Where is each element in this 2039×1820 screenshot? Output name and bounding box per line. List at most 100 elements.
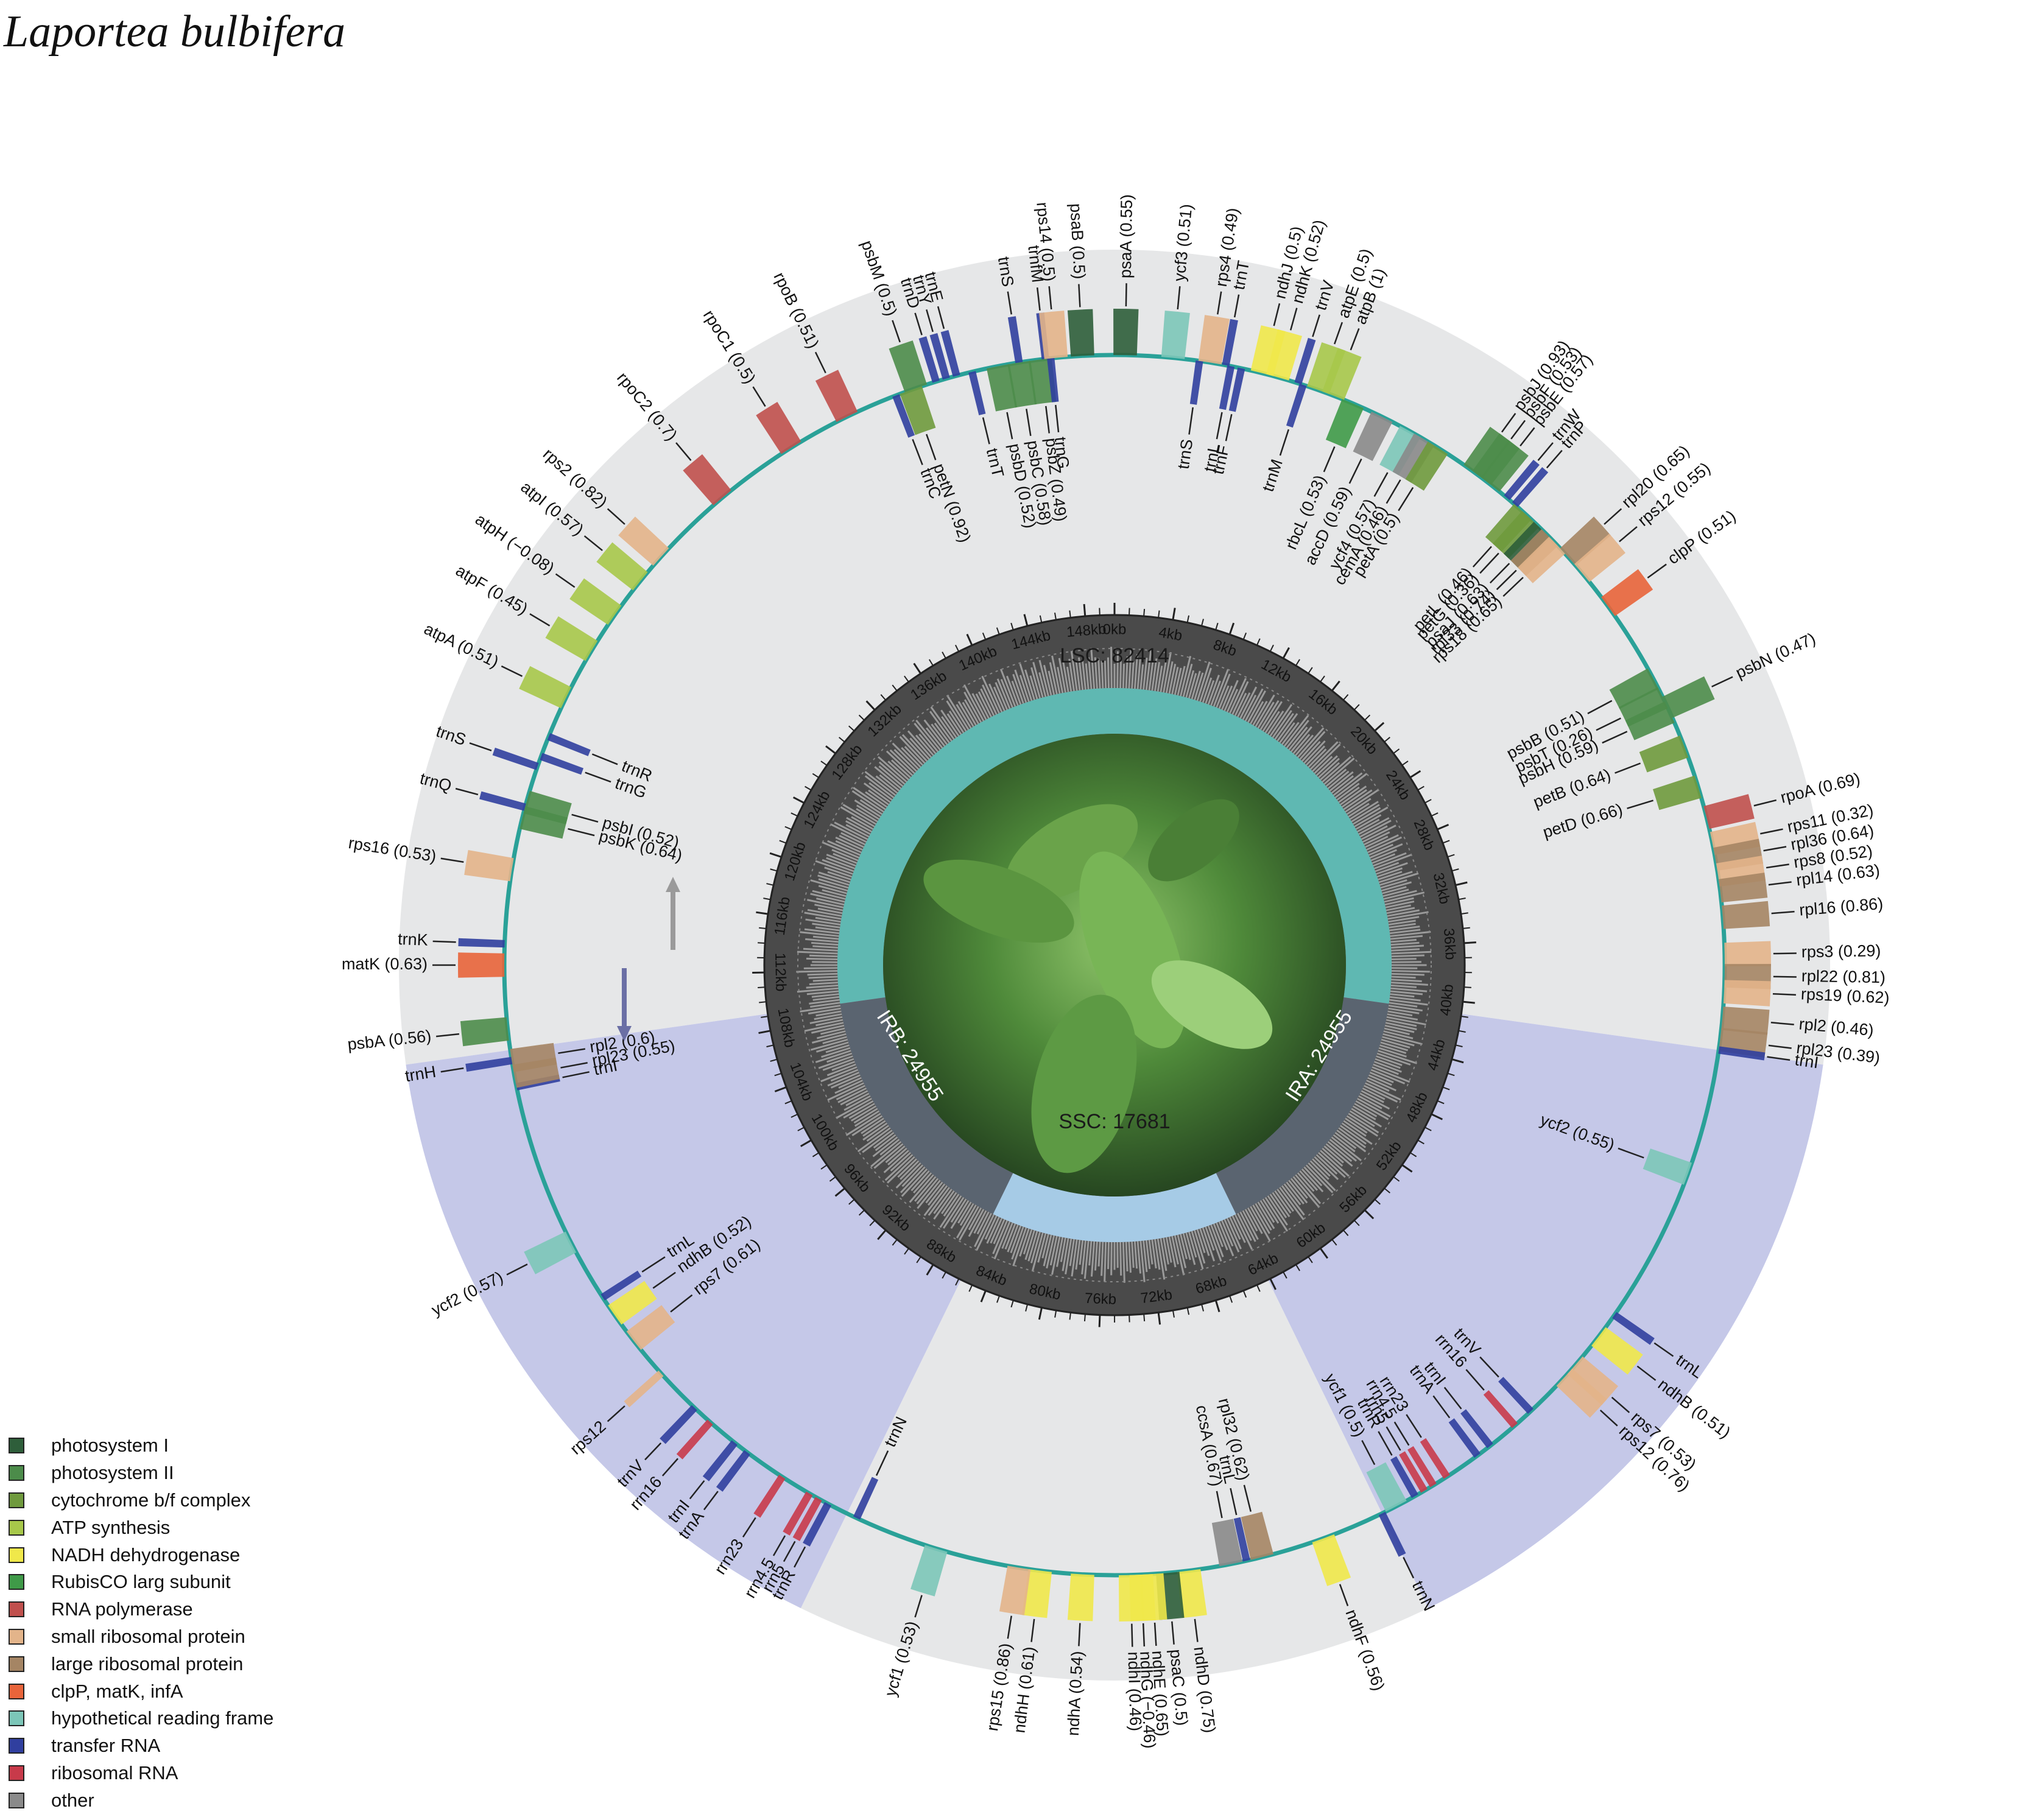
gc-bar: [962, 701, 977, 726]
gene-block: [618, 516, 669, 566]
gc-bar: [826, 1052, 853, 1063]
gene-label: ndhG (−0.46): [1136, 1651, 1159, 1749]
gene-leader-line: [1432, 1395, 1451, 1419]
gene-block: [1652, 775, 1702, 810]
gene-block: [1222, 318, 1238, 366]
gc-bar: [1019, 1228, 1030, 1257]
gc-bar: [1234, 1214, 1253, 1250]
gc-bar: [1062, 1238, 1069, 1271]
gc-bar: [1012, 1227, 1027, 1267]
gc-bar: [1368, 1074, 1392, 1086]
gc-bar: [1207, 675, 1220, 705]
gc-bar: [1358, 817, 1390, 835]
gc-bar: [1019, 663, 1033, 701]
gc-bar: [1299, 1170, 1319, 1191]
scale-tick: [1242, 1290, 1247, 1298]
gene-label: psaA (0.55): [1116, 194, 1136, 279]
gc-bar: [1038, 659, 1049, 697]
gc-bar: [1325, 1143, 1353, 1167]
gene-block: [1219, 365, 1235, 410]
gc-bar: [1247, 690, 1266, 723]
gc-bar: [1160, 661, 1167, 692]
gc-bar: [806, 990, 839, 996]
gc-bar: [1391, 948, 1420, 952]
scale-tick: [1447, 854, 1455, 858]
gc-bar: [946, 713, 962, 735]
gc-bar: [826, 857, 856, 870]
gene-leader-line: [436, 1033, 460, 1038]
gc-bar: [1391, 958, 1417, 960]
gc-bar: [1345, 789, 1379, 813]
gene-leader-line: [1602, 731, 1628, 744]
gc-bar: [1216, 673, 1231, 708]
gc-bar: [851, 1115, 883, 1136]
gene-leader-line: [591, 753, 618, 765]
gc-bar: [1320, 1150, 1350, 1177]
gc-bar: [809, 982, 838, 986]
gene-label: ndhA (0.54): [1064, 1651, 1086, 1737]
gc-bar: [1069, 1239, 1076, 1267]
gc-bar: [1218, 1221, 1234, 1257]
gc-bar: [1269, 704, 1293, 737]
gc-bar: [1380, 879, 1407, 889]
gc-bar: [1062, 662, 1069, 692]
scale-tick: [1331, 1239, 1337, 1246]
gc-bar: [992, 1220, 1009, 1254]
gene-leader-line: [1647, 563, 1667, 579]
gc-bar: [1133, 654, 1138, 689]
gene-block: [1718, 1046, 1766, 1061]
gc-bar: [1390, 935, 1423, 940]
gc-bar: [1262, 701, 1283, 732]
gc-bar: [830, 1069, 859, 1082]
gc-bar: [1390, 984, 1417, 988]
gc-bar: [886, 750, 914, 776]
gc-bar: [1376, 1052, 1411, 1066]
scale-tick: [1083, 603, 1086, 617]
gc-bar: [812, 935, 839, 940]
ira-ring: [1216, 997, 1389, 1214]
gene-block: [1379, 426, 1421, 476]
gc-bar: [957, 1201, 972, 1224]
gc-bar: [836, 1097, 873, 1119]
gc-bar: [821, 1047, 851, 1058]
gene-block: [1113, 309, 1139, 356]
gc-bar: [1196, 661, 1211, 701]
gc-bar: [826, 1063, 856, 1077]
gc-bar: [1391, 979, 1422, 982]
gc-bar: [925, 1181, 943, 1204]
direction-arrows: [617, 877, 680, 1041]
legend-item: small ribosomal protein: [9, 1623, 273, 1651]
gc-bar: [1168, 664, 1177, 694]
legend-item: transfer RNA: [9, 1732, 273, 1760]
gc-bar: [1079, 1240, 1084, 1265]
gene-block: [676, 1419, 713, 1460]
scale-tick: [982, 632, 987, 640]
gene-leader-line: [1403, 1556, 1415, 1579]
scale-tick: [1431, 812, 1439, 817]
gc-bar: [890, 1151, 912, 1172]
gc-bar: [1220, 685, 1233, 711]
gc-bar: [1122, 664, 1125, 689]
gc-bar: [859, 799, 883, 815]
gc-bar: [839, 835, 864, 848]
gc-bar: [1362, 1087, 1386, 1100]
scale-tick: [1010, 622, 1014, 630]
gene-block: [1392, 434, 1435, 483]
scale-tick: [839, 737, 845, 743]
gc-bar: [1244, 688, 1264, 722]
gene-leader-line: [1398, 487, 1414, 511]
gc-bar: [943, 1196, 965, 1229]
gc-bar: [1389, 926, 1420, 932]
gc-bar: [1051, 655, 1061, 694]
gc-bar: [1264, 1196, 1289, 1232]
gc-bar: [1333, 772, 1363, 796]
scale-tick: [766, 1044, 774, 1048]
scale-tick: [1098, 1315, 1101, 1327]
scale-tick: [1424, 1126, 1432, 1131]
gc-bar: [1122, 1242, 1125, 1283]
scale-tick: [1215, 622, 1219, 630]
gc-bar: [1378, 1047, 1407, 1058]
gene-leader-line: [1142, 1623, 1146, 1646]
gc-bar: [1194, 672, 1204, 700]
legend-label: ATP synthesis: [51, 1516, 171, 1538]
